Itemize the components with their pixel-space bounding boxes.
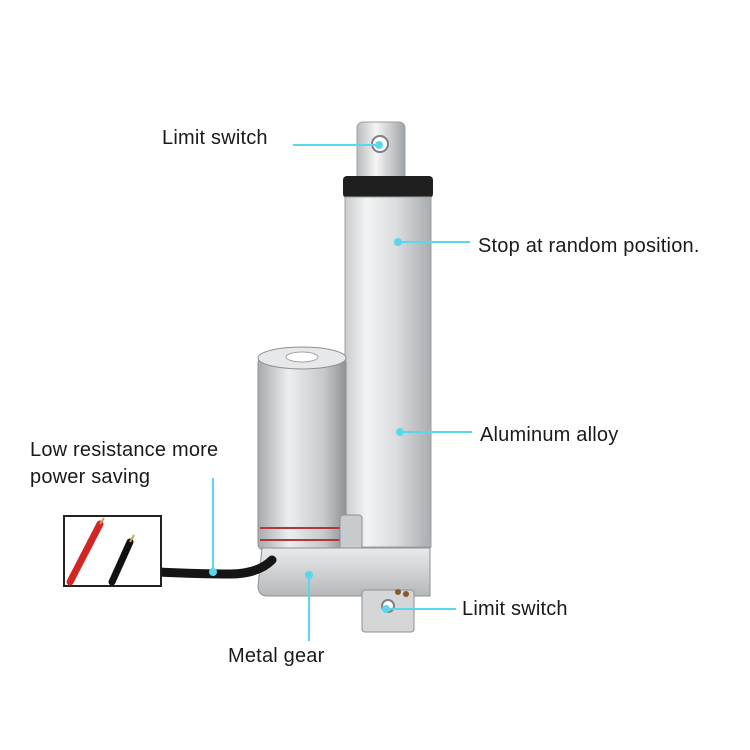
callout-line-metal-gear (308, 575, 310, 641)
seal-ring (343, 176, 433, 198)
gearbox (257, 547, 431, 633)
callout-dot-low-resistance (209, 568, 217, 576)
callout-stop-position: Stop at random position. (478, 235, 700, 257)
callout-line-limit-switch-top (293, 144, 378, 146)
callout-line-low-resistance (212, 478, 214, 572)
aluminum-housing (344, 196, 432, 548)
wire-inset (63, 515, 162, 587)
callout-low-resistance-line2: power saving (30, 466, 151, 488)
callout-metal-gear: Metal gear (228, 645, 325, 667)
extension-rod (356, 121, 406, 185)
callout-low-resistance-line1: Low resistance more (30, 439, 219, 461)
callout-line-stop-position (398, 241, 470, 243)
callout-limit-switch-top: Limit switch (162, 127, 268, 149)
callout-aluminum-alloy: Aluminum alloy (480, 424, 619, 446)
callout-line-limit-switch-bottom (386, 608, 456, 610)
callout-dot-limit-switch-top (375, 141, 383, 149)
power-cable (153, 555, 277, 579)
callout-limit-switch-bottom: Limit switch (462, 598, 568, 620)
dc-motor (257, 346, 347, 551)
callout-line-aluminum-alloy (400, 431, 472, 433)
